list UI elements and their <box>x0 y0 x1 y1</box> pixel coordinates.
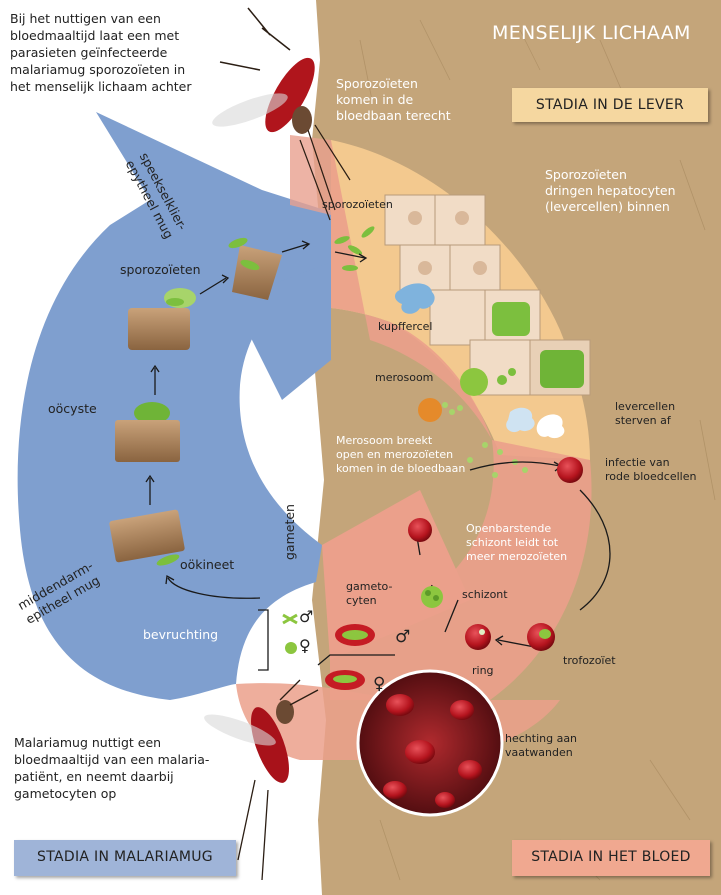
gametes-label: gameten <box>282 504 298 560</box>
infected-rbc-large <box>557 457 583 483</box>
sporozoite-bundle <box>164 288 196 308</box>
sporozoites-liver-label: sporozoïeten <box>322 198 393 212</box>
male-gamete <box>283 615 297 623</box>
ring-label: ring <box>472 664 494 678</box>
kupffer-label: kupffercel <box>378 320 432 334</box>
ookinete-label: oökineet <box>180 557 234 573</box>
sporozoites-mosquito-label: sporozoïeten <box>120 262 201 278</box>
trophozoite-label: trofozoïet <box>563 654 616 668</box>
schizont <box>421 586 443 608</box>
merosome <box>460 368 488 396</box>
gametocytes-label: gameto-cyten <box>346 580 416 608</box>
schizont-label: schizont <box>462 588 508 602</box>
male-symbol-blood: ♂ <box>395 627 410 647</box>
page-title: MENSELIJK LICHAAM <box>492 22 691 44</box>
female-gamete <box>285 642 297 654</box>
oocyst-label: oöcyste <box>48 401 97 417</box>
female-symbol-blood: ♀ <box>373 674 385 694</box>
ring-stage-rbc <box>465 624 491 650</box>
female-symbol-mosquito: ♀ <box>299 636 311 655</box>
fertilization-label: bevruchting <box>143 627 218 643</box>
merosome-label: merosoom <box>375 371 433 385</box>
liver-stage-box: STADIA IN DE LEVER <box>512 88 708 122</box>
gut-cells-upper <box>128 308 190 350</box>
male-symbol-mosquito: ♂ <box>299 607 313 626</box>
blood-stage-box: STADIA IN HET BLOED <box>512 840 710 876</box>
mosquito-stage-box: STADIA IN MALARIAMUG <box>14 840 236 876</box>
